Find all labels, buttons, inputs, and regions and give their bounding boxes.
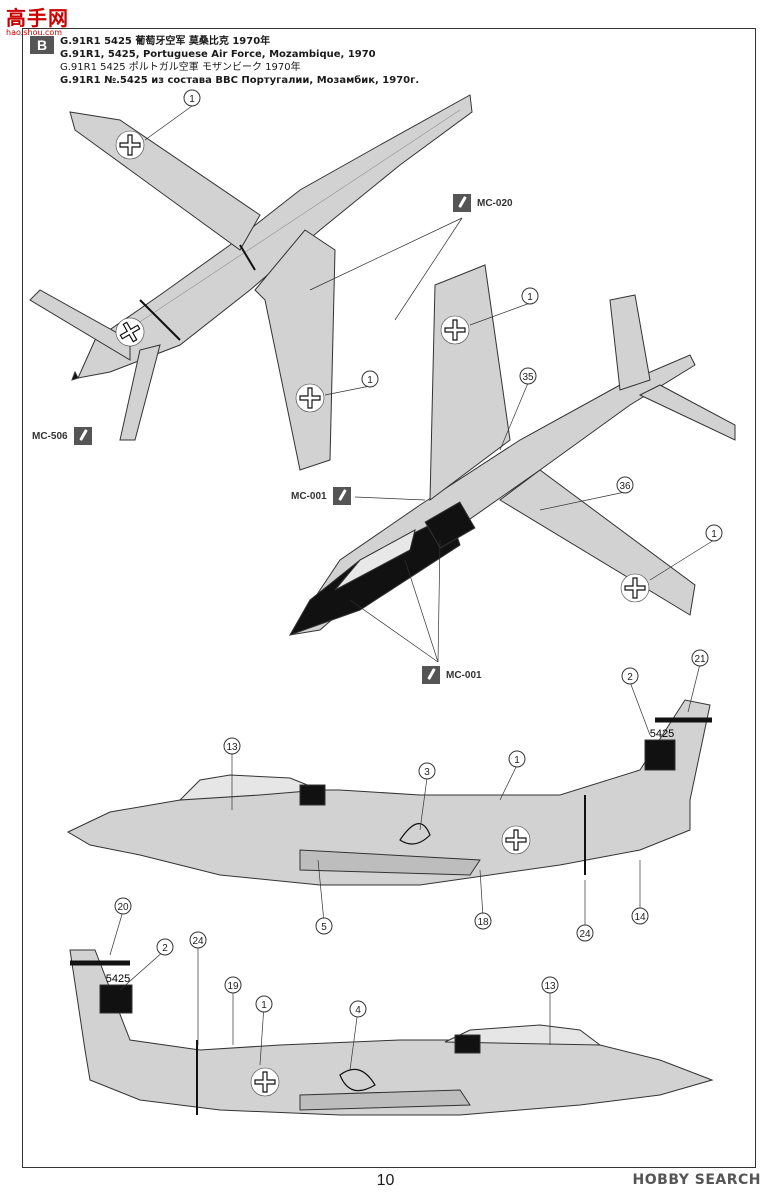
svg-text:24: 24	[192, 936, 204, 947]
svg-text:1: 1	[527, 292, 533, 303]
svg-text:21: 21	[694, 654, 706, 665]
callout-14: 14	[631, 907, 649, 925]
lower-planform-view	[288, 264, 736, 636]
tail-code-starboard: 5425	[650, 728, 674, 740]
scheme-letter: B	[30, 36, 54, 54]
svg-text:1: 1	[514, 755, 520, 766]
callout-1e: 1	[508, 750, 526, 768]
hobby-search-watermark: HOBBY SEARCH	[632, 1172, 761, 1188]
svg-text:35: 35	[522, 372, 534, 383]
callout-18: 18	[474, 912, 492, 930]
paintbrush-icon	[422, 666, 440, 684]
svg-text:1: 1	[261, 1000, 267, 1011]
paint-ref-mc506: MC-506	[32, 427, 92, 445]
callout-1c: 1	[361, 370, 379, 388]
roundel-left-wing	[115, 130, 145, 160]
header-line-english: G.91R1, 5425, Portuguese Air Force, Moza…	[60, 49, 376, 60]
header-line-japanese: G.91R1 5425 ポルトガル空軍 モザンビーク 1970年	[60, 62, 301, 73]
paint-code: MC-001	[291, 490, 327, 502]
paintbrush-icon	[332, 487, 351, 505]
roundel-starboard-fuselage	[501, 825, 531, 855]
callout-1d: 1	[705, 524, 723, 542]
svg-text:19: 19	[227, 981, 239, 992]
port-profile	[69, 949, 714, 1116]
callout-3: 3	[418, 762, 436, 780]
starboard-profile	[66, 699, 712, 886]
callout-4: 4	[349, 1000, 367, 1018]
callout-2b: 2	[156, 938, 174, 956]
callout-13b: 13	[541, 976, 559, 994]
svg-text:14: 14	[634, 912, 646, 923]
paintbrush-icon	[453, 194, 471, 212]
upper-planform-view	[29, 94, 473, 471]
paint-code: MC-020	[477, 197, 513, 209]
callout-20: 20	[114, 897, 132, 915]
logo-text: 高手网	[6, 6, 69, 30]
svg-text:2: 2	[162, 943, 168, 954]
header-line-russian: G.91R1 №.5425 из состава ВВС Португалии,…	[60, 75, 420, 86]
roundel-top-right-wing	[620, 573, 650, 603]
svg-text:2: 2	[627, 672, 633, 683]
paint-ref-mc020: MC-020	[453, 194, 513, 212]
site-logo: 高手网 hao.shou.com	[2, 0, 82, 44]
roundel-port-fuselage	[250, 1067, 280, 1097]
svg-text:5: 5	[321, 922, 327, 933]
callout-1b: 1	[521, 287, 539, 305]
svg-text:36: 36	[619, 481, 631, 492]
paint-ref-mc001-nose: MC-001	[422, 666, 482, 684]
svg-text:1: 1	[367, 375, 373, 386]
callout-35: 35	[519, 367, 537, 385]
svg-text:1: 1	[189, 94, 195, 105]
page-number: 10	[376, 1172, 395, 1189]
paint-code: MC-506	[32, 430, 68, 442]
header-line-chinese: G.91R1 5425 葡萄牙空军 莫桑比克 1970年	[60, 36, 271, 47]
paint-code: MC-001	[446, 669, 482, 681]
roundel-right-wing	[295, 383, 325, 413]
callout-24b: 24	[189, 931, 207, 949]
svg-text:3: 3	[424, 767, 430, 778]
page-frame	[22, 28, 756, 1168]
svg-text:18: 18	[477, 917, 489, 928]
callout-21: 21	[691, 649, 709, 667]
paintbrush-icon	[73, 427, 92, 445]
callout-1a: 1	[183, 89, 201, 107]
callout-1f: 1	[255, 995, 273, 1013]
callout-19: 19	[224, 976, 242, 994]
paint-ref-mc001-canopy: MC-001	[291, 487, 351, 505]
svg-text:4: 4	[355, 1005, 361, 1016]
scorpion-emblem-starboard	[399, 823, 431, 845]
svg-text:1: 1	[711, 529, 717, 540]
roundel-top-left-wing	[440, 315, 470, 345]
scorpion-emblem-port	[339, 1068, 376, 1092]
callout-2a: 2	[621, 667, 639, 685]
svg-text:13: 13	[544, 981, 556, 992]
callout-36: 36	[616, 476, 634, 494]
svg-text:20: 20	[117, 902, 129, 913]
callout-24a: 24	[576, 924, 594, 942]
callout-5: 5	[315, 917, 333, 935]
callout-13a: 13	[223, 737, 241, 755]
svg-text:24: 24	[579, 929, 591, 940]
logo-subtext: hao.shou.com	[6, 28, 63, 37]
tail-code-port: 5425	[106, 973, 130, 985]
svg-text:13: 13	[226, 742, 238, 753]
